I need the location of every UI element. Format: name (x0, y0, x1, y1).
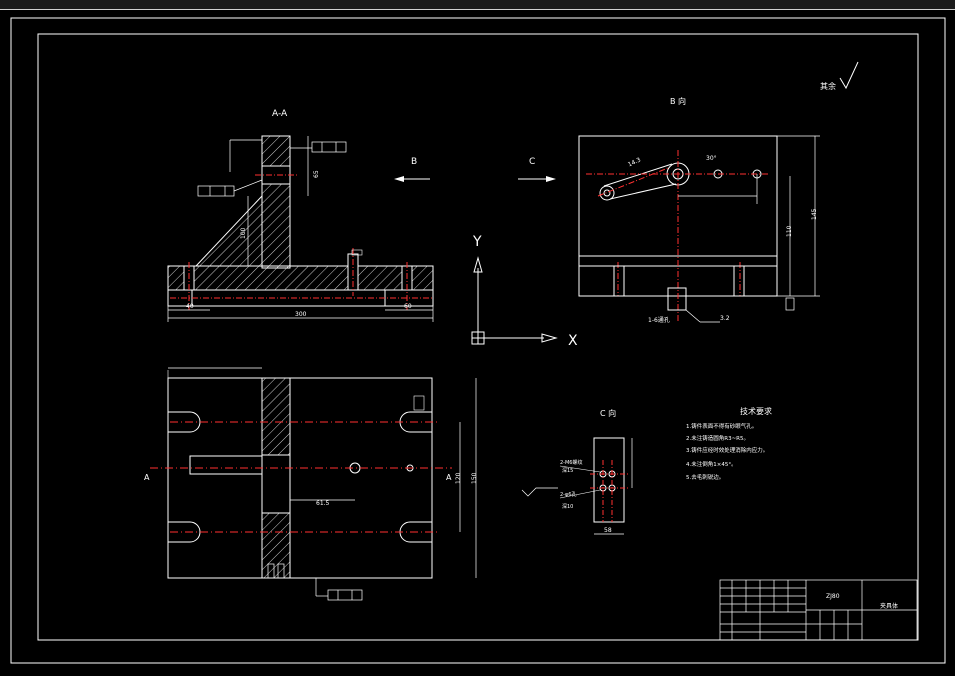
section-mark-a-right: A (446, 473, 452, 482)
inner-frame (37, 33, 919, 641)
tech-item-2: 2.未注铸造圆角R3~R5。 (686, 434, 749, 442)
roughness-text: 其余 (820, 81, 836, 91)
dim-145: 145 (811, 208, 818, 220)
dim-120: 120 (455, 472, 462, 484)
x-axis-label: X (568, 333, 578, 349)
view-c-title: C 向 (600, 408, 616, 418)
tech-item-1: 1.铸件表面不得有砂眼气孔。 (686, 422, 757, 430)
title-block-part-no: ZJ80 (826, 593, 840, 600)
outer-frame (10, 17, 946, 664)
view-b-title: B 向 (670, 96, 686, 106)
arrow-b-label: B (411, 157, 417, 167)
view-b-ra: 3.2 (720, 315, 730, 322)
dim-60: 60 (404, 303, 412, 310)
view-arrows: B C (394, 157, 556, 182)
dim-110: 110 (786, 225, 793, 237)
plan-view: A A 61.5 120 150 (144, 367, 478, 601)
view-c-note-4: 深10 (562, 503, 573, 510)
dim-61-5: 61.5 (316, 500, 330, 507)
tech-item-5: 5.去毛刺锐边。 (686, 473, 724, 481)
title-block (719, 579, 918, 641)
cad-drawing: A-A 300 40 60 100 65 (10, 17, 946, 664)
view-c-dim-58: 58 (604, 527, 612, 534)
dim-65: 65 (313, 170, 320, 178)
tech-item-4: 4.未注倒角1×45°。 (686, 460, 737, 468)
arrow-c-label: C (529, 157, 535, 167)
xy-axis-symbol: Y X (471, 234, 578, 349)
section-aa-view: A-A 300 40 60 100 65 (167, 109, 434, 322)
view-c: C 向 58 2-M6螺纹 深15 2-φ6孔 深10 (521, 408, 633, 535)
section-mark-a-left: A (144, 473, 150, 482)
dim-40: 40 (186, 303, 194, 310)
tech-item-3: 3.铸件应经时效处理消除内应力。 (686, 446, 768, 454)
title-block-part-name: 夹具体 (880, 602, 898, 610)
view-b-hole-note: 1-6通孔 (648, 316, 670, 324)
tech-title: 技术要求 (740, 406, 772, 416)
dim-100: 100 (240, 227, 247, 239)
section-aa-title: A-A (272, 109, 288, 119)
dim-30-deg: 30° (706, 155, 717, 162)
view-c-note-2: 深15 (562, 467, 573, 474)
roughness-note: 其余 (820, 61, 859, 91)
view-b: B 向 145 110 14.3 30° 1-6通孔 3.2 (578, 96, 820, 324)
view-c-note-3: 2-φ6孔 (560, 491, 576, 498)
dim-150: 150 (471, 472, 478, 484)
y-axis-label: Y (472, 234, 482, 250)
window-top-bar (0, 0, 955, 10)
view-c-note-1: 2-M6螺纹 (560, 459, 582, 466)
dim-300: 300 (295, 311, 307, 318)
tech-requirements: 技术要求 1.铸件表面不得有砂眼气孔。 2.未注铸造圆角R3~R5。 3.铸件应… (686, 406, 772, 481)
dim-14-3: 14.3 (627, 156, 642, 168)
